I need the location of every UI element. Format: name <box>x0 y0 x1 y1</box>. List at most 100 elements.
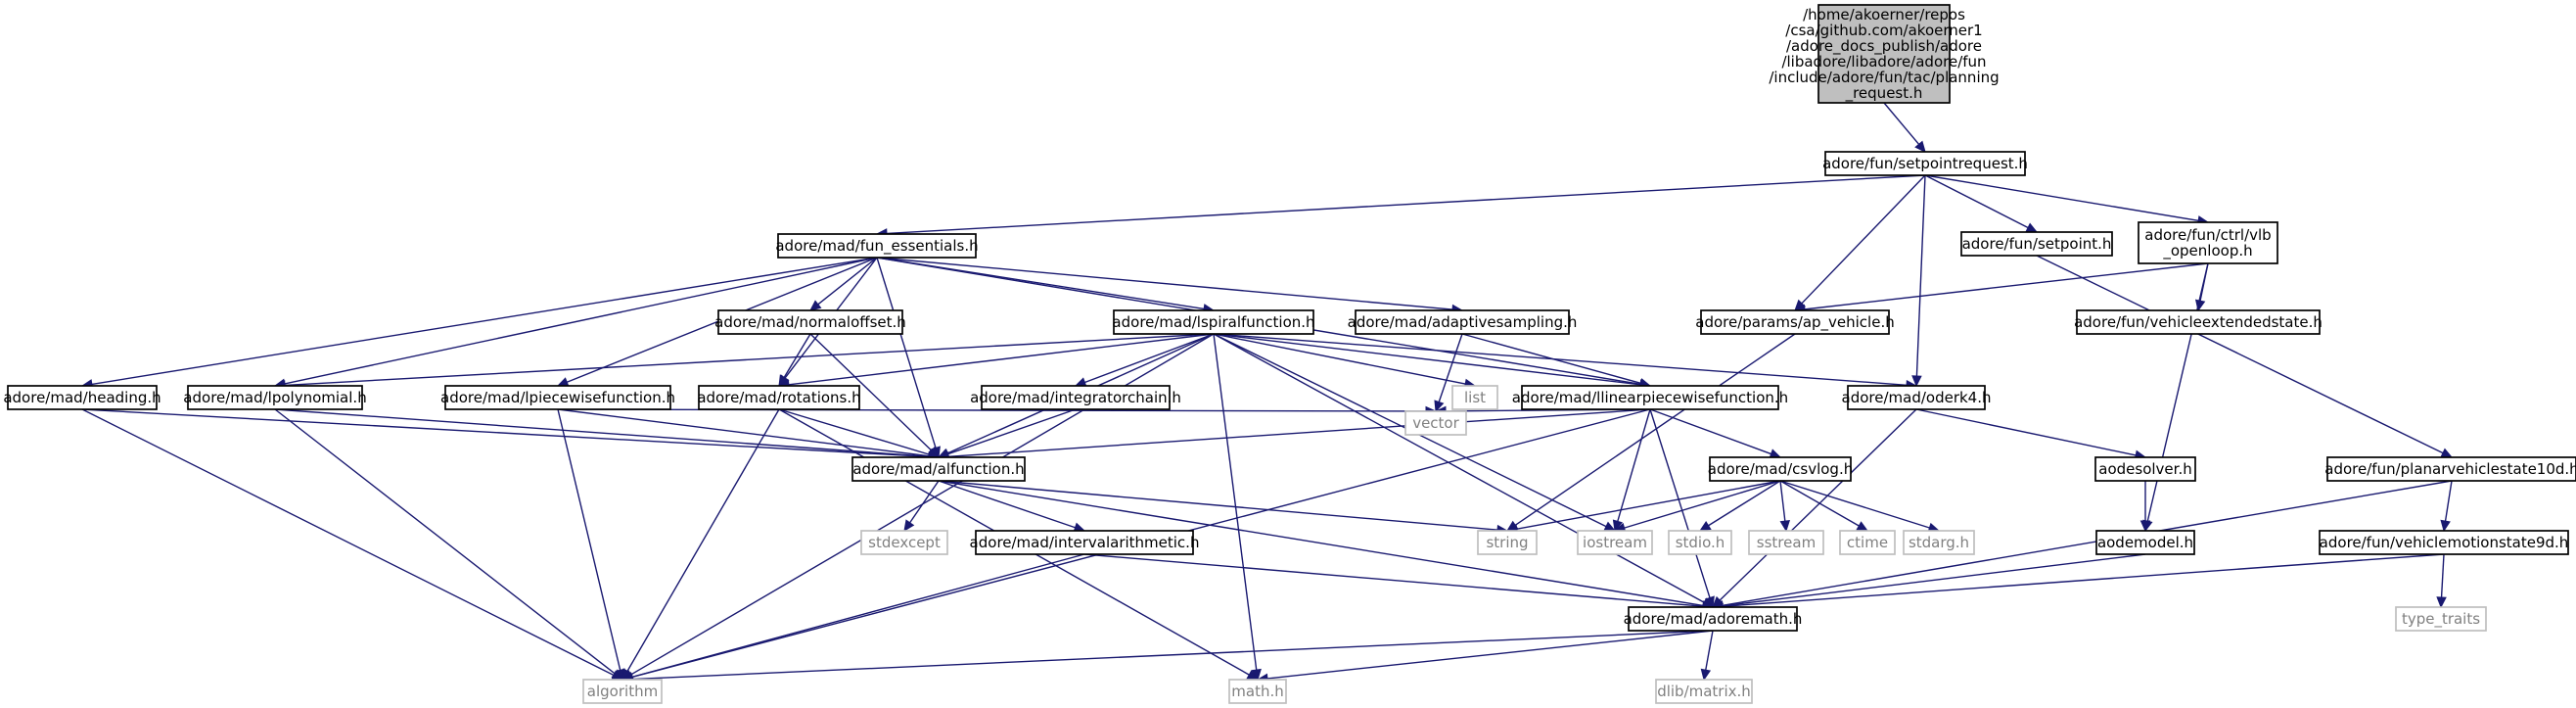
node-label: adore/fun/vehiclemotionstate9d.h <box>2320 534 2569 551</box>
edge-heading-to-alfunction <box>81 408 930 458</box>
node-label: stdarg.h <box>1909 534 1969 551</box>
edge-adoremath-to-dlib-matrix <box>1705 630 1714 671</box>
edge-aodemodel-to-adoremath <box>1722 553 2146 607</box>
node-lspiralfunction[interactable]: adore/mad/lspiralfunction.h <box>1112 309 1315 335</box>
node-list[interactable]: list <box>1451 385 1498 410</box>
node-lpolynomial[interactable]: adore/mad/lpolynomial.h <box>183 385 367 410</box>
node-root: /home/akoerner/repos/csa/github.com/akoe… <box>1769 4 2000 104</box>
edge-intervalarithmetic-to-algorithm <box>631 553 1085 679</box>
node-adoremath[interactable]: adore/mad/adoremath.h <box>1624 606 1803 632</box>
edge-arrowhead <box>2440 519 2451 533</box>
node-label: dlib/matrix.h <box>1657 683 1751 700</box>
node-iostream[interactable]: iostream <box>1577 530 1653 555</box>
dependency-edges <box>80 102 2454 684</box>
node-label: ctime <box>1847 534 1888 551</box>
node-ap-vehicle[interactable]: adore/params/ap_vehicle.h <box>1695 309 1895 335</box>
node-label: sstream <box>1757 534 1816 551</box>
dependency-nodes: /home/akoerner/repos/csa/github.com/akoe… <box>3 4 2576 704</box>
edge-setpointrequest-to-ap-vehicle <box>1801 174 1926 305</box>
node-label: iostream <box>1583 534 1647 551</box>
edge-setpointrequest-to-oderk4 <box>1915 174 1926 377</box>
node-oderk4[interactable]: adore/mad/oderk4.h <box>1842 385 1992 410</box>
edge-setpoint-to-planarvehiclestate10d <box>2036 255 2444 454</box>
node-box <box>1228 679 1287 704</box>
node-box <box>1839 530 1896 555</box>
edge-alfunction-to-stdexcept <box>909 480 940 524</box>
edge-intervalarithmetic-to-adoremath <box>1083 553 1704 607</box>
edge-vehiclemotionstate9d-to-adoremath <box>1722 553 2445 607</box>
edge-adoremath-to-math <box>1266 630 1714 680</box>
node-alfunction[interactable]: adore/mad/alfunction.h <box>851 456 1026 482</box>
edge-lspiralfunction-to-lpolynomial <box>284 333 1215 387</box>
node-vlb-openloop[interactable]: adore/fun/ctrl/vlb_openloop.h <box>2138 221 2278 264</box>
edge-alfunction-to-string <box>938 480 1498 531</box>
node-vector[interactable]: vector <box>1404 410 1467 436</box>
node-math[interactable]: math.h <box>1228 679 1287 704</box>
node-stdexcept[interactable]: stdexcept <box>860 530 948 555</box>
node-csvlog[interactable]: adore/mad/csvlog.h <box>1708 456 1853 482</box>
node-label: /adore_docs_publish/adore <box>1786 37 1982 56</box>
node-vehiclemotionstate9d[interactable]: adore/fun/vehiclemotionstate9d.h <box>2319 530 2569 555</box>
edge-llinearpiecewisefunction-to-csvlog <box>1649 408 1771 455</box>
node-label: aodemodel.h <box>2097 534 2193 551</box>
node-rotations[interactable]: adore/mad/rotations.h <box>697 385 861 410</box>
node-setpointrequest[interactable]: adore/fun/setpointrequest.h <box>1822 151 2028 176</box>
node-stdio[interactable]: stdio.h <box>1668 530 1732 555</box>
node-box <box>1847 385 1986 410</box>
node-lpiecewisefunction[interactable]: adore/mad/lpiecewisefunction.h <box>440 385 675 410</box>
edge-llinearpiecewisefunction-to-alfunction <box>947 408 1651 458</box>
node-intervalarithmetic[interactable]: adore/mad/intervalarithmetic.h <box>970 530 1200 555</box>
node-box <box>777 233 977 259</box>
node-fun-essentials[interactable]: adore/mad/fun_essentials.h <box>775 233 979 259</box>
node-box <box>2326 456 2576 482</box>
node-llinearpiecewisefunction[interactable]: adore/mad/llinearpiecewisefunction.h <box>1512 385 1788 410</box>
node-vehicleextendedstate[interactable]: adore/fun/vehicleextendedstate.h <box>2074 309 2323 335</box>
node-algorithm[interactable]: algorithm <box>582 679 663 704</box>
node-box <box>1748 530 1824 555</box>
node-aodemodel[interactable]: aodemodel.h <box>2095 530 2195 555</box>
edge-fun-essentials-to-adaptivesampling <box>876 257 1453 310</box>
node-label: adore/params/ap_vehicle.h <box>1695 313 1894 332</box>
node-label: vector <box>1412 414 1459 432</box>
node-label: string <box>1486 534 1528 551</box>
edge-arrowhead <box>1779 519 1791 533</box>
node-box <box>1903 530 1975 555</box>
node-box <box>851 456 1026 482</box>
edge-lpolynomial-to-alfunction <box>274 408 930 457</box>
node-string[interactable]: string <box>1477 530 1538 555</box>
node-ctime[interactable]: ctime <box>1839 530 1896 555</box>
node-label: adore/mad/heading.h <box>3 389 161 406</box>
edge-arrowhead <box>1603 521 1617 532</box>
node-label: adore/mad/intervalarithmetic.h <box>970 534 1200 551</box>
edge-fun-essentials-to-normaloffset <box>817 257 878 306</box>
edge-csvlog-to-stdio <box>1708 480 1781 527</box>
edge-integratorchain-to-alfunction <box>947 408 1077 455</box>
edge-normaloffset-to-rotations <box>783 333 811 378</box>
node-setpoint[interactable]: adore/fun/setpoint.h <box>1960 231 2113 257</box>
node-stdarg[interactable]: stdarg.h <box>1903 530 1975 555</box>
node-integratorchain[interactable]: adore/mad/integratorchain.h <box>970 385 1181 410</box>
edge-csvlog-to-iostream <box>1624 480 1781 529</box>
node-label: adore/mad/rotations.h <box>697 389 860 406</box>
edge-arrowhead <box>2139 520 2151 533</box>
node-box <box>2395 606 2487 632</box>
node-label: adore/mad/fun_essentials.h <box>775 237 978 256</box>
node-dlib-matrix[interactable]: dlib/matrix.h <box>1655 679 1753 704</box>
node-aodesolver[interactable]: aodesolver.h <box>2094 456 2196 482</box>
node-sstream[interactable]: sstream <box>1748 530 1824 555</box>
node-label: /csa/github.com/akoerner1 <box>1785 22 1982 39</box>
node-box <box>1655 679 1753 704</box>
node-heading[interactable]: adore/mad/heading.h <box>3 385 161 410</box>
node-label: adore/mad/alfunction.h <box>852 460 1024 478</box>
node-type-traits[interactable]: type_traits <box>2395 606 2487 632</box>
node-box <box>1668 530 1732 555</box>
node-box <box>444 385 671 410</box>
node-label: aodesolver.h <box>2098 460 2191 478</box>
node-box <box>2138 221 2278 264</box>
node-planarvehiclestate10d[interactable]: adore/fun/planarvehiclestate10d.h <box>2324 456 2576 482</box>
node-adaptivesampling[interactable]: adore/mad/adaptivesampling.h <box>1348 309 1578 335</box>
node-box <box>2094 456 2196 482</box>
node-box <box>1404 410 1467 436</box>
node-label: adore/fun/planarvehiclestate10d.h <box>2324 460 2576 478</box>
node-normaloffset[interactable]: adore/mad/normaloffset.h <box>714 309 906 335</box>
